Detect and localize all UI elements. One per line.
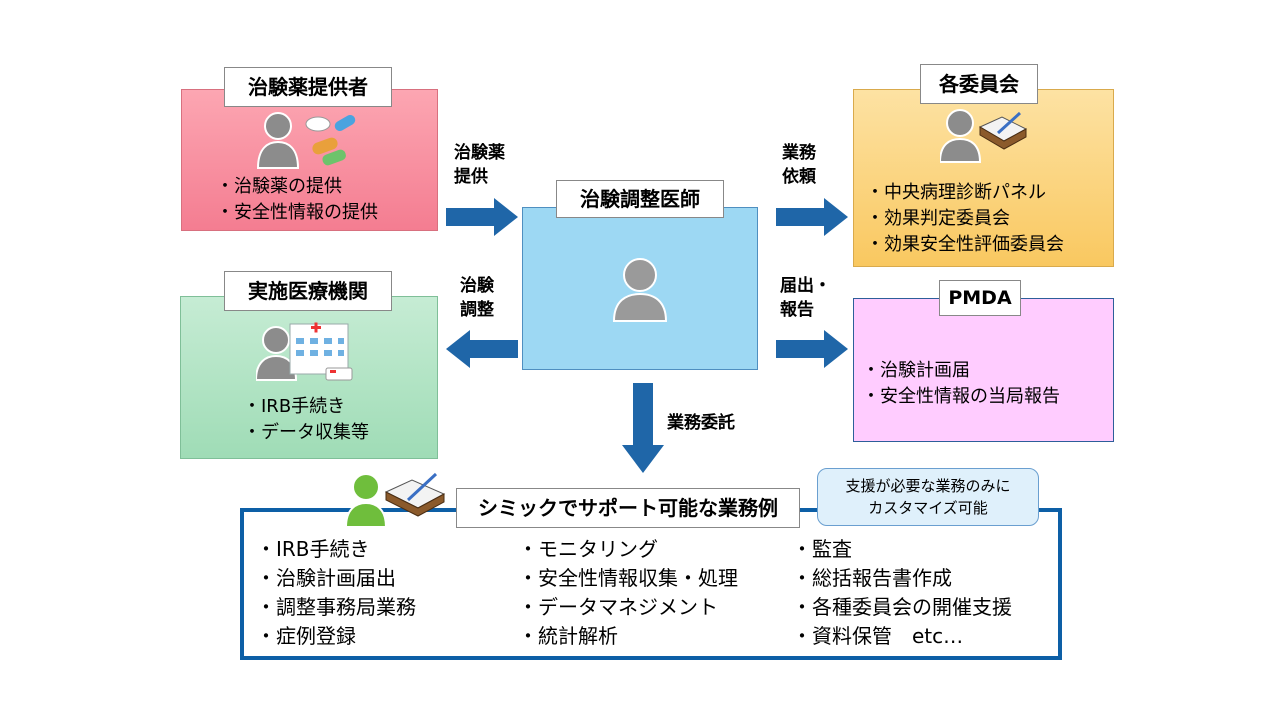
coordinator-box xyxy=(522,207,758,370)
list-item: 資料保管 etc… xyxy=(792,622,1012,651)
pmda-title: PMDA xyxy=(939,280,1021,316)
list-item: データ収集等 xyxy=(243,420,369,446)
services-col2: モニタリング 安全性情報収集・処理 データマネジメント 統計解析 xyxy=(518,535,738,651)
list-item: 治験計画届 xyxy=(862,358,1060,384)
list-item: 効果判定委員会 xyxy=(866,206,1064,232)
person-with-notebook-icon xyxy=(940,109,1028,163)
customize-note: 支援が必要な業務のみに カスタマイズ可能 xyxy=(817,468,1039,526)
doctor-person-icon xyxy=(612,258,668,322)
institution-list: IRB手続き データ収集等 xyxy=(243,394,369,446)
list-item: 安全性情報の提供 xyxy=(216,200,378,226)
list-item: 中央病理診断パネル xyxy=(866,180,1064,206)
list-item: 調整事務局業務 xyxy=(256,593,416,622)
arrow-right-supply xyxy=(446,198,518,236)
list-item: 安全性情報の当局報告 xyxy=(862,384,1060,410)
list-item: IRB手続き xyxy=(243,394,369,420)
arrow-right-request xyxy=(776,198,848,236)
list-item: 症例登録 xyxy=(256,622,416,651)
list-item: 治験計画届出 xyxy=(256,564,416,593)
committees-title: 各委員会 xyxy=(920,64,1038,104)
arrow-left-coordinate xyxy=(446,330,518,368)
services-title: シミックでサポート可能な業務例 xyxy=(456,488,800,528)
list-item: 統計解析 xyxy=(518,622,738,651)
list-item: 総括報告書作成 xyxy=(792,564,1012,593)
arrow-label-delegate: 業務委託 xyxy=(667,413,735,433)
supplier-title: 治験薬提供者 xyxy=(224,67,392,107)
person-with-hospital-icon xyxy=(256,322,353,381)
coordinator-title: 治験調整医師 xyxy=(556,180,724,218)
pmda-list: 治験計画届 安全性情報の当局報告 xyxy=(862,358,1060,410)
person-with-notebook-icon xyxy=(346,472,446,528)
services-col1: IRB手続き 治験計画届出 調整事務局業務 症例登録 xyxy=(256,535,416,651)
list-item: モニタリング xyxy=(518,535,738,564)
list-item: データマネジメント xyxy=(518,593,738,622)
committees-list: 中央病理診断パネル 効果判定委員会 効果安全性評価委員会 xyxy=(866,180,1064,258)
arrow-label-coordinate: 治験 調整 xyxy=(460,276,494,320)
supplier-list: 治験薬の提供 安全性情報の提供 xyxy=(216,174,378,226)
services-col3: 監査 総括報告書作成 各種委員会の開催支援 資料保管 etc… xyxy=(792,535,1012,651)
list-item: 安全性情報収集・処理 xyxy=(518,564,738,593)
list-item: 各種委員会の開催支援 xyxy=(792,593,1012,622)
person-with-medicine-icon xyxy=(256,112,356,169)
list-item: 効果安全性評価委員会 xyxy=(866,232,1064,258)
arrow-label-report: 届出・ 報告 xyxy=(780,276,831,320)
arrow-down-delegate xyxy=(622,383,664,473)
arrow-label-supply: 治験薬 提供 xyxy=(454,143,505,187)
arrow-right-report xyxy=(776,330,848,368)
list-item: 監査 xyxy=(792,535,1012,564)
arrow-label-request: 業務 依頼 xyxy=(782,143,816,187)
list-item: IRB手続き xyxy=(256,535,416,564)
list-item: 治験薬の提供 xyxy=(216,174,378,200)
institution-title: 実施医療機関 xyxy=(224,271,392,311)
